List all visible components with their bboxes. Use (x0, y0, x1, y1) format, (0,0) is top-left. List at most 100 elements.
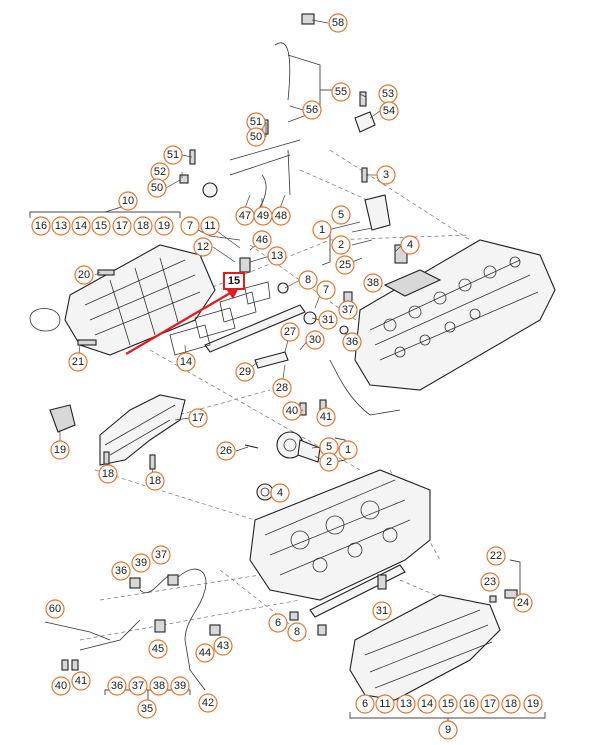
callout-19[interactable]: 19 (154, 216, 174, 236)
callout-37[interactable]: 37 (151, 545, 171, 565)
callout-31[interactable]: 31 (318, 310, 338, 330)
callout-54[interactable]: 54 (379, 101, 399, 121)
callout-18[interactable]: 18 (501, 694, 521, 714)
callout-24[interactable]: 24 (513, 593, 533, 613)
callout-55[interactable]: 55 (331, 82, 351, 102)
callout-14[interactable]: 14 (417, 694, 437, 714)
callout-50[interactable]: 50 (246, 127, 266, 147)
callout-14[interactable]: 14 (71, 216, 91, 236)
callout-22[interactable]: 22 (486, 546, 506, 566)
callout-40[interactable]: 40 (282, 401, 302, 421)
callout-1[interactable]: 1 (338, 440, 358, 460)
callout-46[interactable]: 46 (252, 230, 272, 250)
callout-18[interactable]: 18 (98, 464, 118, 484)
svg-text:17: 17 (116, 220, 128, 232)
callout-36[interactable]: 36 (342, 332, 362, 352)
callout-50[interactable]: 50 (147, 178, 167, 198)
callout-5[interactable]: 5 (331, 205, 351, 225)
callout-17[interactable]: 17 (112, 216, 132, 236)
callout-17[interactable]: 17 (480, 694, 500, 714)
callout-31[interactable]: 31 (372, 601, 392, 621)
callout-11[interactable]: 11 (375, 694, 395, 714)
callout-8[interactable]: 8 (287, 622, 307, 642)
part-callouts: 58 55 53 54 56 51 50 51 52 50 3 47 49 48… (31, 13, 543, 740)
callout-40[interactable]: 40 (51, 676, 71, 696)
callout-38[interactable]: 38 (363, 273, 383, 293)
callout-41[interactable]: 41 (316, 407, 336, 427)
callout-51[interactable]: 51 (246, 112, 266, 132)
callout-18[interactable]: 18 (133, 216, 153, 236)
callout-2[interactable]: 2 (319, 452, 339, 472)
callout-39[interactable]: 39 (131, 553, 151, 573)
callout-15[interactable]: 15 (438, 694, 458, 714)
callout-36[interactable]: 36 (107, 676, 127, 696)
svg-text:18: 18 (102, 468, 114, 480)
callout-13[interactable]: 13 (51, 216, 71, 236)
callout-35[interactable]: 35 (137, 699, 157, 719)
callout-51[interactable]: 51 (163, 145, 183, 165)
callout-47[interactable]: 47 (235, 206, 255, 226)
callout-45[interactable]: 45 (148, 639, 168, 659)
callout-58[interactable]: 58 (328, 13, 348, 33)
callout-20[interactable]: 20 (74, 265, 94, 285)
callout-15[interactable]: 15 (91, 216, 111, 236)
callout-23[interactable]: 23 (480, 572, 500, 592)
callout-7[interactable]: 7 (316, 280, 336, 300)
callout-6[interactable]: 6 (268, 613, 288, 633)
callout-3[interactable]: 3 (376, 165, 396, 185)
callout-41[interactable]: 41 (71, 671, 91, 691)
callout-19[interactable]: 19 (50, 440, 70, 460)
callout-10[interactable]: 10 (118, 191, 138, 211)
callout-42[interactable]: 42 (198, 693, 218, 713)
callout-21[interactable]: 21 (68, 352, 88, 372)
callout-27[interactable]: 27 (280, 322, 300, 342)
callout-1[interactable]: 1 (312, 220, 332, 240)
callout-9[interactable]: 9 (438, 720, 458, 740)
callout-56[interactable]: 56 (302, 100, 322, 120)
callout-52[interactable]: 52 (150, 162, 170, 182)
callout-49[interactable]: 49 (253, 206, 273, 226)
svg-text:56: 56 (306, 104, 318, 116)
callout-37[interactable]: 37 (128, 676, 148, 696)
callout-2[interactable]: 2 (331, 235, 351, 255)
svg-text:13: 13 (400, 698, 412, 710)
callout-12[interactable]: 12 (193, 237, 213, 257)
callout-16[interactable]: 16 (31, 216, 51, 236)
callout-18[interactable]: 18 (145, 471, 165, 491)
callout-60[interactable]: 60 (45, 599, 65, 619)
callout-16[interactable]: 16 (459, 694, 479, 714)
callout-36[interactable]: 36 (111, 561, 131, 581)
highlighted-callout-15[interactable]: 15 (223, 272, 245, 290)
callout-43[interactable]: 43 (213, 636, 233, 656)
callout-6[interactable]: 6 (355, 694, 375, 714)
callout-14[interactable]: 14 (176, 352, 196, 372)
callout-8[interactable]: 8 (298, 270, 318, 290)
callout-48[interactable]: 48 (271, 206, 291, 226)
callout-13[interactable]: 13 (396, 694, 416, 714)
svg-text:42: 42 (202, 697, 214, 709)
svg-text:6: 6 (362, 698, 368, 710)
callout-4[interactable]: 4 (400, 235, 420, 255)
callout-29[interactable]: 29 (235, 362, 255, 382)
callout-26[interactable]: 26 (216, 441, 236, 461)
callout-38[interactable]: 38 (149, 676, 169, 696)
callout-53[interactable]: 53 (378, 84, 398, 104)
svg-text:35: 35 (141, 703, 153, 715)
callout-4[interactable]: 4 (270, 483, 290, 503)
callout-37[interactable]: 37 (338, 300, 358, 320)
callout-39[interactable]: 39 (170, 676, 190, 696)
callout-11[interactable]: 11 (200, 216, 220, 236)
svg-text:30: 30 (309, 334, 321, 346)
cylinder-head (354, 239, 556, 391)
callout-17[interactable]: 17 (188, 408, 208, 428)
svg-text:8: 8 (305, 274, 311, 286)
callout-7[interactable]: 7 (180, 216, 200, 236)
callout-13[interactable]: 13 (267, 246, 287, 266)
svg-text:27: 27 (284, 326, 296, 338)
callout-28[interactable]: 28 (272, 378, 292, 398)
callout-25[interactable]: 25 (335, 255, 355, 275)
callout-30[interactable]: 30 (305, 330, 325, 350)
callout-44[interactable]: 44 (195, 643, 215, 663)
callout-19[interactable]: 19 (523, 694, 543, 714)
svg-text:3: 3 (383, 169, 389, 181)
